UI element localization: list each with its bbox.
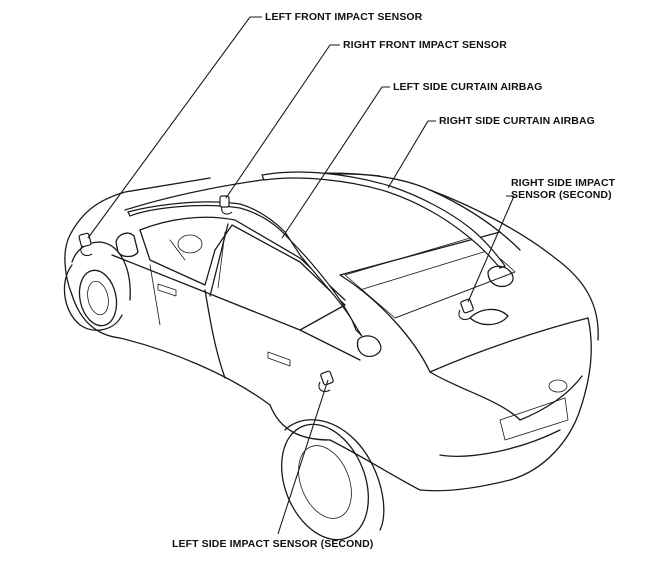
- leader-left-front-impact-sensor: [87, 16, 262, 239]
- leader-left-side-curtain-airbag: [281, 86, 390, 239]
- label-right-side-curtain-airbag: RIGHT SIDE CURTAIN AIRBAG: [439, 115, 595, 127]
- label-right-front-impact-sensor: RIGHT FRONT IMPACT SENSOR: [343, 39, 507, 51]
- left-front-impact-sensor-part: [78, 232, 93, 257]
- leader-lines: [87, 16, 515, 535]
- leader-right-front-impact-sensor: [225, 44, 340, 199]
- left-side-curtain-airbag-part: [127, 201, 363, 337]
- label-right-side-impact-sensor-line1: RIGHT SIDE IMPACT: [511, 177, 616, 189]
- leader-right-side-impact-sensor: [467, 195, 515, 303]
- car-body: [63, 172, 599, 541]
- right-side-impact-sensor-part: [458, 265, 514, 321]
- label-left-side-curtain-airbag: LEFT SIDE CURTAIN AIRBAG: [393, 81, 543, 93]
- label-right-side-impact-sensor-line2: SENSOR (SECOND): [511, 189, 612, 201]
- label-left-side-impact-sensor: LEFT SIDE IMPACT SENSOR (SECOND): [172, 538, 374, 550]
- label-left-front-impact-sensor: LEFT FRONT IMPACT SENSOR: [265, 11, 423, 23]
- leader-left-side-impact-sensor: [277, 379, 329, 535]
- right-front-impact-sensor-part: [219, 195, 233, 215]
- right-side-curtain-airbag-part: [261, 171, 506, 269]
- leader-right-side-curtain-airbag: [387, 120, 436, 189]
- left-side-impact-sensor-part: [318, 335, 382, 393]
